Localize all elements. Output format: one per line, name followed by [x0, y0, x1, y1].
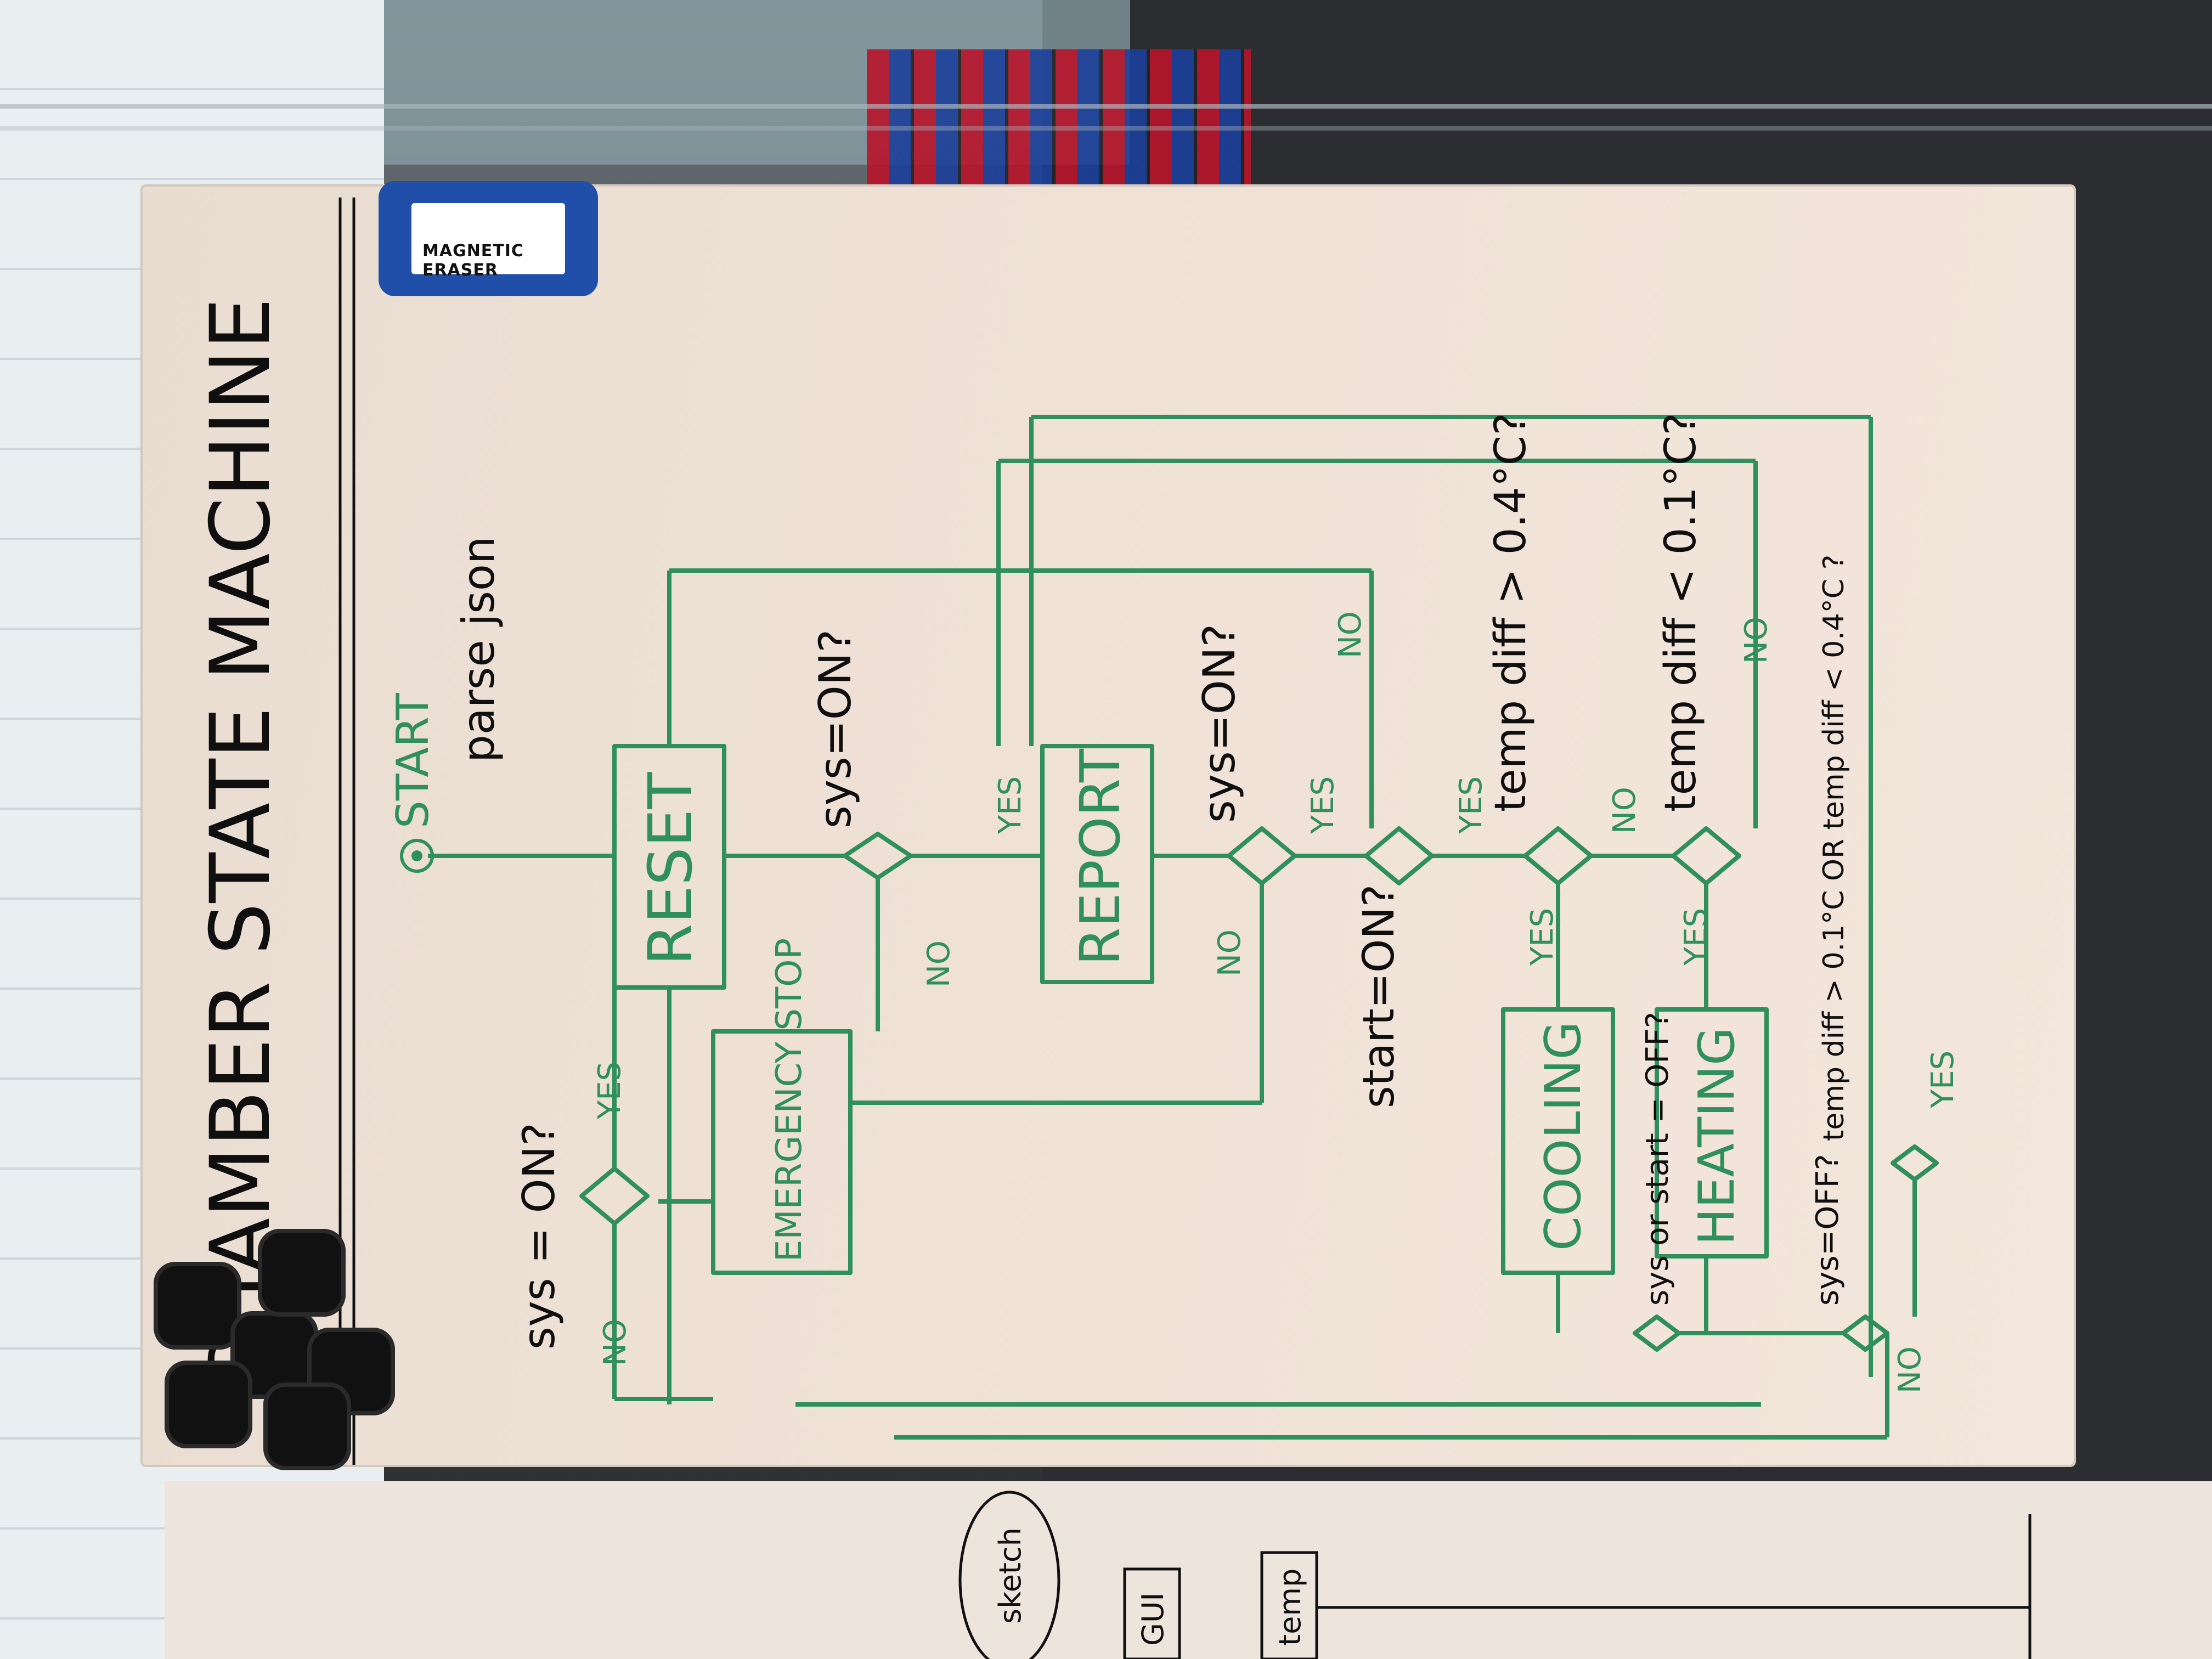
gui-label: GUI: [1136, 1593, 1170, 1646]
whiteboard: CHAMBER STATE MACHINE START parse json R…: [143, 187, 2074, 1465]
branch-yes-label: YES: [1453, 776, 1489, 834]
branch-yes-label: YES: [592, 1062, 628, 1120]
magnet[interactable]: [154, 1262, 241, 1350]
eraser-text: MAGNETIC ERASER: [422, 241, 524, 280]
decision-diamond-2: [843, 832, 913, 880]
second-board-drawing: sketch GUI temp: [958, 1491, 2032, 1659]
emergency-stop-box: [711, 1029, 853, 1275]
decision-diamond-3: [1227, 826, 1297, 885]
board-title: CHAMBER STATE MACHINE: [193, 297, 289, 1393]
decision-label-temp-gt: temp diff > 0.4°C?: [1486, 413, 1536, 812]
emergency-label: EMERGENCY STOP: [769, 938, 810, 1262]
temp-box: [1260, 1551, 1318, 1659]
sketch-label: sketch: [993, 1527, 1028, 1624]
glass-edge-top-2: [0, 126, 2212, 131]
decision-diamond-sys-off: [1633, 1314, 1681, 1352]
decision-label-temp-lt: temp diff < 0.1°C?: [1656, 413, 1706, 812]
parse-json-annotation: parse json: [453, 536, 504, 763]
heating-state-box: [1655, 1007, 1769, 1259]
decision-diamond-sys-off-2: [1841, 1314, 1889, 1352]
start-node: [400, 839, 434, 873]
heating-label: HEATING: [1688, 1027, 1746, 1245]
eraser-label: MAGNETIC ERASER: [411, 203, 565, 280]
flowchart-drawing: CHAMBER STATE MACHINE START parse json R…: [193, 198, 1961, 1465]
branch-yes-label: YES: [1305, 776, 1341, 834]
branch-no-label: NO: [1892, 1346, 1928, 1393]
decision-diamond-temp-gt: [1523, 826, 1593, 885]
decision-diamond-1: [579, 1166, 650, 1226]
branch-yes-label: YES: [1678, 908, 1714, 966]
start-label: START: [387, 692, 438, 828]
magnet[interactable]: [165, 1361, 252, 1448]
decision-label-3: sys=ON?: [1194, 624, 1245, 823]
report-state-box: [1040, 744, 1154, 984]
cooling-label: COOLING: [1534, 1022, 1592, 1251]
branch-no-label: NO: [1212, 929, 1248, 977]
branch-no-label: NO: [1739, 617, 1774, 664]
branch-no-label: NO: [1333, 611, 1368, 658]
glass-edge-top: [0, 104, 2212, 109]
second-whiteboard: sketch GUI temp: [165, 1481, 2212, 1659]
branch-no-label: NO: [1607, 787, 1643, 834]
decision-label-sys-off: sys or start = OFF?: [1640, 1012, 1675, 1306]
magnet[interactable]: [258, 1229, 346, 1317]
decision-diamond-range: [1891, 1144, 1939, 1182]
decision-label-range: temp diff > 0.1°C OR temp diff < 0.4°C ?: [1818, 555, 1850, 1141]
temp-label: temp: [1273, 1568, 1307, 1646]
branch-yes-label: YES: [992, 776, 1028, 834]
decision-diamond-temp-lt: [1671, 826, 1741, 885]
decision-label-2: sys=ON?: [810, 629, 861, 828]
gui-box: [1123, 1567, 1181, 1659]
decision-label-1: sys = ON?: [514, 1122, 565, 1350]
reset-label: RESET: [635, 772, 706, 966]
branch-no-label: NO: [921, 940, 957, 988]
branch-yes-label: YES: [1925, 1051, 1961, 1109]
report-label: REPORT: [1068, 748, 1132, 966]
decision-label-start: start=ON?: [1355, 884, 1404, 1108]
branch-yes-label: YES: [1525, 908, 1560, 966]
branch-no-label: NO: [597, 1319, 633, 1366]
decision-label-sys-off-2: sys=OFF?: [1810, 1154, 1846, 1306]
magnetic-eraser[interactable]: MAGNETIC ERASER: [379, 181, 598, 296]
magnet[interactable]: [263, 1383, 351, 1470]
decision-diamond-start: [1364, 826, 1434, 885]
